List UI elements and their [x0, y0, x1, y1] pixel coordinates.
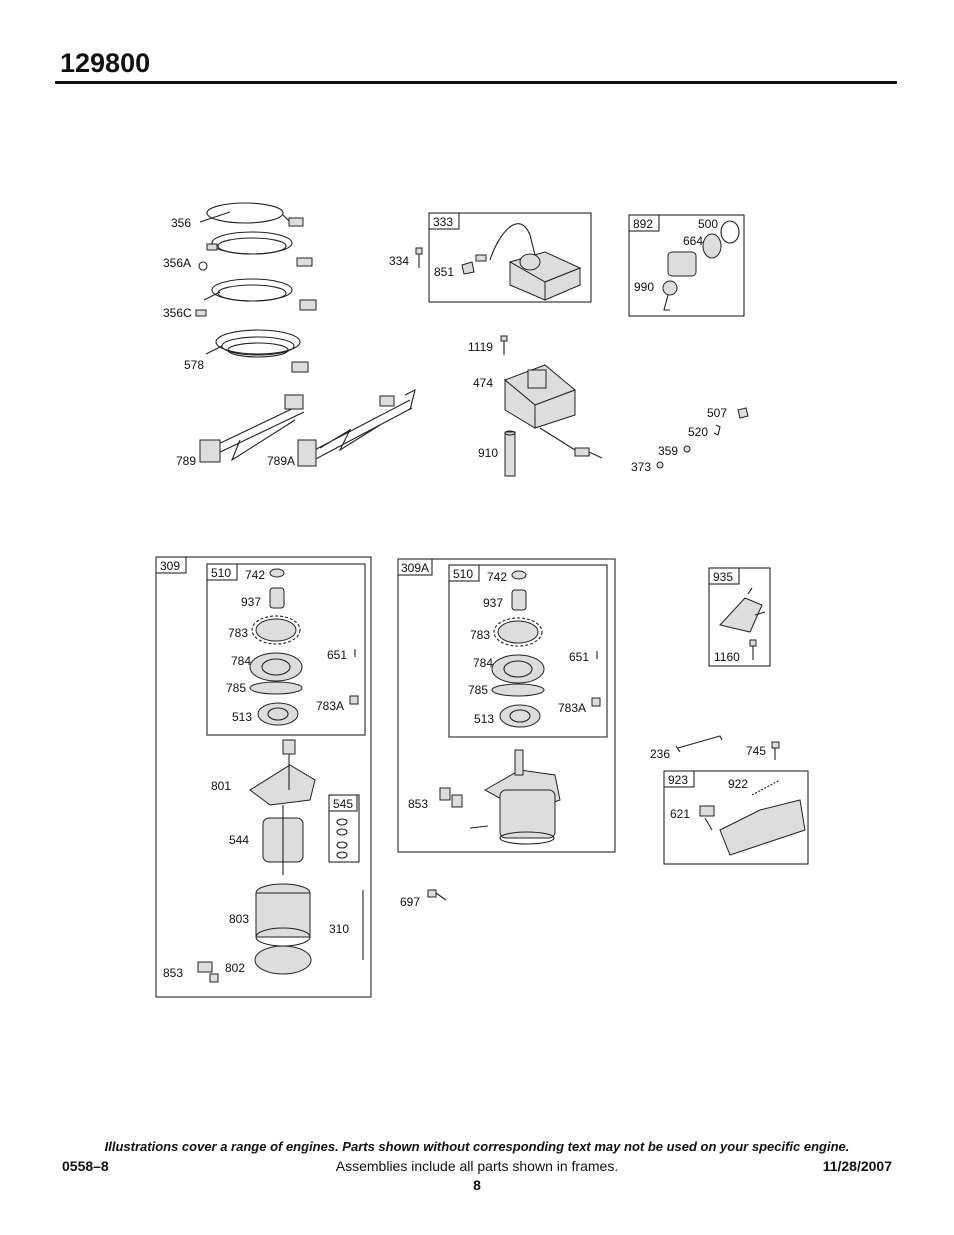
label-513-b: 513	[474, 712, 494, 726]
governor-control-923	[699, 779, 806, 856]
bolt-697	[427, 889, 447, 901]
wire-harness-356	[199, 202, 304, 227]
label-474: 474	[473, 376, 493, 390]
label-544: 544	[229, 833, 249, 847]
frame-333	[428, 212, 592, 303]
ignition-coil-474	[504, 364, 603, 459]
label-333: 333	[433, 215, 453, 229]
label-1119: 1119	[468, 340, 493, 354]
frame-309A	[397, 558, 616, 853]
ignition-coil-333	[475, 223, 582, 301]
key-990	[662, 280, 678, 311]
label-309: 309	[160, 559, 180, 573]
footer-code: 0558–8	[62, 1158, 109, 1174]
label-935: 935	[713, 570, 733, 584]
link-236	[675, 735, 723, 753]
label-664: 664	[683, 234, 703, 248]
page-title: 129800	[60, 48, 151, 78]
footer-date: 11/28/2007	[822, 1158, 892, 1174]
label-520: 520	[688, 425, 708, 439]
label-937-a: 937	[241, 595, 261, 609]
label-853-a: 853	[163, 966, 183, 980]
screw-1119	[500, 335, 508, 355]
footer-note: Illustrations cover a range of engines. …	[104, 1139, 850, 1154]
key-switch-664	[667, 220, 740, 277]
starter-motor-parts	[197, 739, 364, 983]
wire-harness-789	[199, 394, 305, 463]
label-309A: 309A	[401, 561, 429, 575]
spacer-910	[504, 430, 516, 477]
starter-motor-309A	[439, 749, 561, 845]
wire-harness-789A	[297, 388, 416, 467]
screw-745	[771, 741, 780, 760]
label-803: 803	[229, 912, 249, 926]
label-892: 892	[633, 217, 653, 231]
label-851: 851	[434, 265, 454, 279]
label-651-a: 651	[327, 648, 347, 662]
label-923: 923	[668, 773, 688, 787]
label-510-b: 510	[453, 567, 473, 581]
label-910: 910	[478, 446, 498, 460]
label-801: 801	[211, 779, 231, 793]
label-785-b: 785	[468, 683, 488, 697]
bracket-935	[719, 587, 766, 660]
wire-harness-356C	[195, 278, 317, 317]
label-500: 500	[698, 217, 718, 231]
small-hardware	[656, 407, 749, 469]
label-507: 507	[707, 406, 727, 420]
frame-892	[628, 214, 745, 317]
label-783A-b: 783A	[558, 701, 586, 715]
drive-parts-b	[491, 570, 601, 728]
label-356: 356	[171, 216, 191, 230]
label-783-b: 783	[470, 628, 490, 642]
label-742-a: 742	[245, 568, 265, 582]
label-783-a: 783	[228, 626, 248, 640]
label-784-b: 784	[473, 656, 493, 670]
label-310: 310	[329, 922, 349, 936]
washers-545	[336, 818, 348, 859]
label-356C: 356C	[163, 306, 192, 320]
label-783A-a: 783A	[316, 699, 344, 713]
frame-923	[663, 770, 809, 865]
label-1160: 1160	[714, 650, 740, 664]
label-651-b: 651	[569, 650, 589, 664]
label-236: 236	[650, 747, 670, 761]
wire-harness-578	[205, 329, 309, 373]
label-937-b: 937	[483, 596, 503, 610]
frame-309	[155, 556, 372, 998]
label-621: 621	[670, 807, 690, 821]
label-578: 578	[184, 358, 204, 372]
label-922: 922	[728, 777, 748, 791]
label-334: 334	[389, 254, 409, 268]
label-697: 697	[400, 895, 420, 909]
label-745: 745	[746, 744, 766, 758]
label-990: 990	[634, 280, 654, 294]
label-510-a: 510	[211, 566, 231, 580]
label-785-a: 785	[226, 681, 246, 695]
label-373: 373	[631, 460, 651, 474]
label-853-b: 853	[408, 797, 428, 811]
label-742-b: 742	[487, 570, 507, 584]
label-545: 545	[333, 797, 353, 811]
label-802: 802	[225, 961, 245, 975]
label-359: 359	[658, 444, 678, 458]
footer-assemblies: Assemblies include all parts shown in fr…	[335, 1158, 619, 1174]
label-784-a: 784	[231, 654, 251, 668]
label-513-a: 513	[232, 710, 252, 724]
page-number: 8	[473, 1177, 481, 1193]
screw-334	[415, 247, 423, 268]
header-rule	[55, 81, 897, 84]
frame-510-b	[448, 564, 608, 738]
clip-851	[461, 261, 475, 275]
label-789A: 789A	[267, 454, 295, 468]
label-789: 789	[176, 454, 196, 468]
drive-parts-a	[249, 568, 359, 726]
frame-510-a	[206, 563, 366, 736]
label-356A: 356A	[163, 256, 191, 270]
wire-harness-356A	[198, 231, 313, 271]
